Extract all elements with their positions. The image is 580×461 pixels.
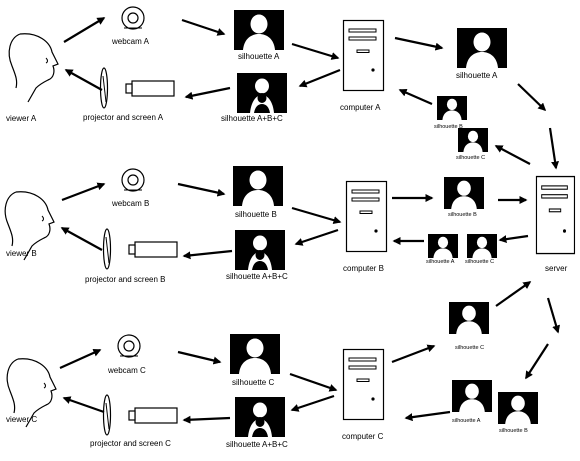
downlink-c-image-1 (452, 380, 492, 412)
arrow-computer-b-to-composite (294, 228, 339, 246)
webcam-b-icon (121, 168, 145, 192)
computer-c-label: computer C (342, 432, 384, 441)
arrow-computer-a-to-composite (298, 68, 341, 88)
arrow-computer-c-to-uplink (391, 344, 436, 364)
arrow-projector-a-to-viewer (64, 69, 103, 91)
arrow-viewer-c-to-webcam (59, 348, 102, 370)
composite-a-image (237, 73, 287, 113)
server-icon (535, 175, 576, 255)
arrow-webcam-c-to-silhouette (177, 350, 222, 365)
downlink-a-label-1: silhouette B (434, 124, 463, 130)
arrow-server-down-2 (525, 343, 549, 380)
arrow-server-column-a (548, 127, 559, 170)
arrow-silhouette-b-to-computer (291, 206, 342, 225)
uplink-a-image (457, 28, 507, 68)
projector-c-label: projector and screen C (90, 439, 171, 448)
webcam-a-icon (121, 6, 145, 30)
uplink-b-label: silhouette B (448, 212, 477, 218)
projector-b-icon (102, 228, 178, 270)
projector-a-label: projector and screen A (83, 113, 164, 122)
arrow-server-to-downlink-b (498, 234, 529, 244)
arrow-projector-c-to-viewer (62, 396, 105, 414)
composite-c-image (235, 397, 285, 437)
arrows (59, 17, 561, 424)
downlink-c-label-2: silhouette B (499, 428, 528, 434)
arrow-computer-a-to-uplink (394, 36, 444, 51)
uplink-a-label: silhouette A (456, 71, 498, 80)
computer-a-icon (342, 19, 385, 92)
arrow-server-to-downlink-a (494, 145, 531, 165)
downlink-b-image-1 (428, 234, 458, 258)
downlink-b-image-2 (467, 234, 497, 258)
composite-c-label: silhouette A+B+C (226, 440, 288, 449)
arrow-webcam-a-to-silhouette (181, 18, 226, 36)
arrow-uplink-a-to-server (517, 83, 547, 112)
arrow-server-down-1 (546, 297, 561, 334)
row-b: viewer B webcam B projector and screen B… (4, 166, 497, 284)
downlink-b-label-1: silhouette A (426, 259, 455, 265)
arrow-silhouette-c-to-computer (289, 372, 338, 392)
uplink-c-label: silhouette C (455, 345, 484, 351)
projector-c-icon (102, 394, 178, 436)
projector-a-icon (99, 67, 175, 109)
uplink-b-image (444, 177, 484, 209)
arrow-computer-c-to-composite (290, 394, 335, 412)
silhouette-a-image (234, 10, 284, 50)
webcam-c-icon (117, 334, 141, 358)
server-label: server (545, 264, 568, 273)
computer-a-label: computer A (340, 103, 381, 112)
downlink-b-label-2: silhouette C (465, 259, 494, 265)
arrow-silhouette-a-to-computer (291, 42, 340, 60)
downlink-c-label-1: silhouette A (452, 418, 481, 424)
webcam-c-label: webcam C (107, 366, 146, 375)
computer-b-label: computer B (343, 264, 384, 273)
viewer-a-icon (8, 33, 59, 103)
computer-c-icon (342, 348, 385, 421)
downlink-c-image-2 (498, 392, 538, 424)
viewer-a-label: viewer A (6, 114, 37, 123)
downlink-a-image-2 (458, 128, 488, 152)
uplink-c-image (449, 302, 489, 334)
arrow-viewer-a-to-webcam (63, 17, 106, 43)
webcam-a-label: webcam A (111, 37, 150, 46)
silhouette-c-label: silhouette C (232, 378, 274, 387)
silhouette-a-label: silhouette A (238, 52, 280, 61)
arrow-viewer-b-to-webcam (61, 182, 106, 202)
arrow-projector-b-to-viewer (60, 227, 103, 251)
downlink-a-image-1 (437, 96, 467, 120)
composite-b-label: silhouette A+B+C (226, 272, 288, 281)
arrow-webcam-b-to-silhouette (177, 182, 226, 197)
silhouette-b-label: silhouette B (235, 210, 277, 219)
arrow-downlink-a-to-computer (398, 88, 433, 106)
composite-b-image (235, 230, 285, 270)
row-c: viewer C webcam C projector and screen C… (6, 302, 538, 449)
composite-a-label: silhouette A+B+C (221, 114, 283, 123)
projector-b-label: projector and screen B (85, 275, 166, 284)
webcam-b-label: webcam B (111, 199, 149, 208)
arrow-uplink-c-to-server (495, 281, 532, 307)
arrow-composite-c-to-projector (182, 415, 231, 424)
arrow-downlink-c-to-computer (404, 410, 451, 422)
computer-b-icon (345, 180, 388, 253)
viewer-c-label: viewer C (6, 415, 37, 424)
silhouette-c-image (230, 334, 280, 374)
row-a: viewer A webcam A projector and screen A… (6, 6, 507, 161)
silhouette-b-image (233, 166, 283, 206)
downlink-a-label-2: silhouette C (456, 155, 485, 161)
viewer-b-label: viewer B (6, 249, 37, 258)
arrow-composite-b-to-projector (182, 249, 233, 260)
arrow-composite-a-to-projector (184, 86, 231, 100)
